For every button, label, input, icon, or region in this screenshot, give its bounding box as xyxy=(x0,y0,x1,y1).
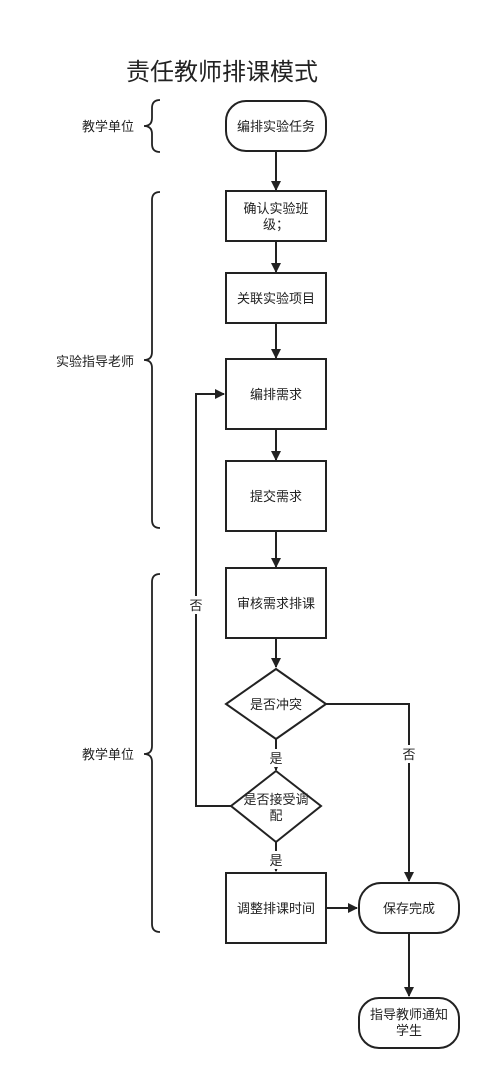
brace-middle xyxy=(143,191,161,529)
edge-label-bg xyxy=(268,851,285,869)
node-edit-demand xyxy=(225,358,327,430)
edge-label-accept-yes: 是 xyxy=(269,854,282,869)
node-notify-label-1: 指导教师通知 xyxy=(370,1007,448,1023)
node-review xyxy=(225,567,327,639)
lane-label-bottom: 教学单位 xyxy=(82,747,134,763)
node-confirm-label-1: 确认实验班 xyxy=(243,201,308,217)
node-save xyxy=(358,882,460,934)
node-adjust-label: 调整排课时间 xyxy=(237,902,315,917)
node-link-project xyxy=(225,272,327,324)
lane-label-top: 教学单位 xyxy=(82,119,134,135)
edge-label-bg xyxy=(401,745,418,763)
diagram-title: 责任教师排课模式 xyxy=(126,58,318,86)
node-submit-demand xyxy=(225,460,327,532)
node-notify xyxy=(358,997,460,1049)
node-save-label: 保存完成 xyxy=(383,902,435,917)
node-confirm-class xyxy=(225,190,327,242)
edge-label-loop-no: 否 xyxy=(189,599,202,614)
edge-label-conflict-yes: 是 xyxy=(269,752,282,767)
node-link-project-label: 关联实验项目 xyxy=(237,291,315,307)
brace-bottom xyxy=(143,573,161,933)
edge-label-bg xyxy=(188,596,205,614)
node-start-label: 编排实验任务 xyxy=(237,119,315,135)
edge-label-conflict-no: 否 xyxy=(402,748,415,763)
node-conflict-decision xyxy=(224,667,328,741)
node-accept-decision xyxy=(229,769,323,844)
node-edit-demand-label: 编排需求 xyxy=(250,388,302,403)
edge-conflict-no xyxy=(326,703,414,882)
node-conflict-label: 是否冲突 xyxy=(250,697,302,713)
node-accept-label-1: 是否接受调 xyxy=(243,792,308,808)
node-review-label: 审核需求排课 xyxy=(237,597,315,612)
lane-label-middle: 实验指导老师 xyxy=(56,354,134,370)
node-start xyxy=(225,100,327,152)
brace-top xyxy=(143,99,161,153)
node-notify-label-2: 学生 xyxy=(396,1023,422,1039)
node-confirm-label-2: 级； xyxy=(263,218,289,233)
node-submit-demand-label: 提交需求 xyxy=(250,489,302,505)
node-accept-label-2: 配 xyxy=(269,809,282,824)
node-adjust-time xyxy=(225,872,327,944)
edge-label-bg xyxy=(268,749,285,767)
